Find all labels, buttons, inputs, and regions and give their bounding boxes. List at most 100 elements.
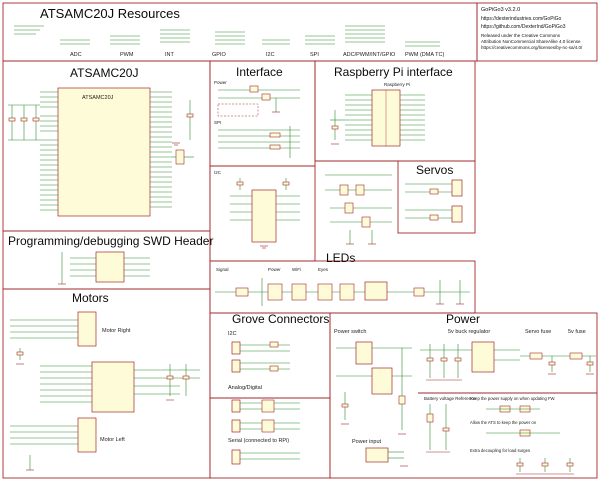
title-rpi: Raspberry Pi interface xyxy=(334,65,453,79)
led-signal xyxy=(235,287,249,297)
mcu-crystal xyxy=(172,100,194,165)
rpi-pin-lines xyxy=(345,94,425,141)
power-battery-ref-circuit xyxy=(426,404,560,453)
leds-block: Signal Power WiFi Eyes xyxy=(215,267,470,306)
motor-right-encoder xyxy=(77,311,97,347)
title-swd: Programming/debugging SWD Header xyxy=(8,234,213,248)
interface-block: Power SPI I2C xyxy=(214,80,300,249)
interface-i2c-circuit xyxy=(230,178,300,249)
mcu-chip-label: ATSAMC20J xyxy=(82,95,114,101)
led-eye-right xyxy=(339,283,355,301)
motor-wiring xyxy=(10,319,200,471)
power-switch-circuit xyxy=(336,341,412,435)
title-leds: LEDs xyxy=(326,251,355,265)
swd-connector xyxy=(95,251,125,283)
power-battery-ref-label: Battery voltage Reference xyxy=(424,396,477,401)
power-decoupling-caps xyxy=(516,458,574,475)
swd-block xyxy=(58,251,150,285)
led-driver xyxy=(364,281,388,301)
power-note-keep: Keep the power supply on when updating F… xyxy=(470,396,555,401)
leds-sub-eyes: Eyes xyxy=(318,267,329,272)
rpi-header-label: Raspberry Pi xyxy=(384,82,410,87)
power-block: Power switch 5v buck regulator Servo fus… xyxy=(334,329,596,475)
leds-sub-signal: Signal xyxy=(216,267,229,272)
leds-sub-power: Power xyxy=(268,267,281,272)
rpi-eeprom xyxy=(330,110,345,145)
info-license-url: https://creativecommons.org/licenses/by-… xyxy=(481,45,583,50)
grove-serial-connector xyxy=(231,449,300,465)
grove-block: I2C Analog/Digital Serial (connected to … xyxy=(228,331,300,465)
motor-right-label: Motor Right xyxy=(102,328,131,334)
resource-label-int: INT xyxy=(165,52,175,58)
fuse-5v xyxy=(569,352,583,360)
interface-level-shifter xyxy=(251,189,277,243)
grove-i2c-connectors xyxy=(231,341,290,373)
interface-sub-i2c: I2C xyxy=(214,170,222,175)
resource-net-stubs xyxy=(14,25,440,47)
mcu-pin-lines xyxy=(40,91,172,211)
rpi-block: Raspberry Pi xyxy=(330,82,425,147)
power-buck-label: 5v buck regulator xyxy=(448,329,490,335)
resource-label-spi: SPI xyxy=(310,52,319,58)
resource-label-adc: ADC xyxy=(70,52,82,58)
mcu-chip xyxy=(57,87,151,217)
title-grove: Grove Connectors xyxy=(232,312,329,326)
interface-spi-circuit xyxy=(218,126,300,158)
mcu-decoupling-caps xyxy=(8,104,40,141)
motor-left-encoder xyxy=(77,417,97,453)
power-note-decoupling: Extra decoupling for load surges xyxy=(470,448,530,453)
title-mcu: ATSAMC20J xyxy=(70,66,138,80)
led-power xyxy=(267,283,283,301)
title-power: Power xyxy=(446,312,480,326)
power-switch-label: Power switch xyxy=(334,329,366,335)
info-license-line1: Released under the Creative Commons xyxy=(481,33,561,38)
frame-info xyxy=(476,2,598,62)
resource-label-pwm: PWM xyxy=(120,52,134,58)
motors-block: Motor Right Motor Left xyxy=(10,311,200,471)
title-interface: Interface xyxy=(236,65,283,79)
mcu-block: ATSAMC20J xyxy=(8,87,194,217)
power-buck-circuit xyxy=(420,341,520,381)
info-block: GoPiGo3 v3.2.0 https://dexterindustries.… xyxy=(481,7,583,50)
interface-sub-spi: SPI xyxy=(214,120,221,125)
motor-driver-ic xyxy=(91,361,135,413)
title-motors: Motors xyxy=(72,291,109,305)
title-servos: Servos xyxy=(416,163,453,177)
servos-block xyxy=(405,179,463,223)
buck-regulator-ic xyxy=(471,341,495,373)
title-resources: ATSAMC20J Resources xyxy=(40,6,180,21)
resource-label-gpio: GPIO xyxy=(212,52,226,58)
resource-label-pwm-dma: PWM (DMA TC) xyxy=(405,52,444,58)
led-eye-left xyxy=(317,283,333,301)
grove-serial-label: Serial (connected to RPi) xyxy=(228,438,289,444)
led-wifi xyxy=(291,283,307,301)
i2c-breakout xyxy=(325,174,392,245)
leds-sub-wifi: WiFi xyxy=(292,267,301,272)
info-github: https://github.com/DexterInd/GoPiGo3 xyxy=(481,24,566,30)
grove-analog-digital-label: Analog/Digital xyxy=(228,385,262,391)
servo-fuse xyxy=(529,352,543,360)
resource-label-i2c: I2C xyxy=(266,52,275,58)
power-fuses xyxy=(520,352,596,375)
power-servo-fuse-label: Servo fuse xyxy=(525,329,551,335)
info-license-line2: Attribution NonCommercial ShareAlike 4.0… xyxy=(481,39,581,44)
power-input-label: Power input xyxy=(352,439,382,445)
motor-left-label: Motor Left xyxy=(100,437,125,443)
info-url: https://dexterindustries.com/GoPiGo xyxy=(481,16,562,22)
frame-power xyxy=(329,312,598,479)
grove-i2c-label: I2C xyxy=(228,331,237,337)
frame-servos xyxy=(397,160,476,234)
grove-analog-connectors xyxy=(231,399,300,433)
power-5v-fuse-label: 5v fuse xyxy=(568,329,586,335)
resource-label-adc-pwm-int-gpio: ADC/PWM/INT/GPIO xyxy=(343,52,396,58)
interface-dotted-box xyxy=(217,103,259,117)
power-note-allow: Allow the ATS to keep the power on xyxy=(470,420,537,425)
interface-sub-power: Power xyxy=(214,80,227,85)
power-input-jack xyxy=(365,447,408,467)
info-version: GoPiGo3 v3.2.0 xyxy=(481,7,520,13)
servo-1 xyxy=(405,179,463,197)
interface-power-circuit xyxy=(218,85,300,113)
resources-block: ADC PWM INT GPIO I2C SPI ADC/PWM/INT/GPI… xyxy=(14,25,444,58)
